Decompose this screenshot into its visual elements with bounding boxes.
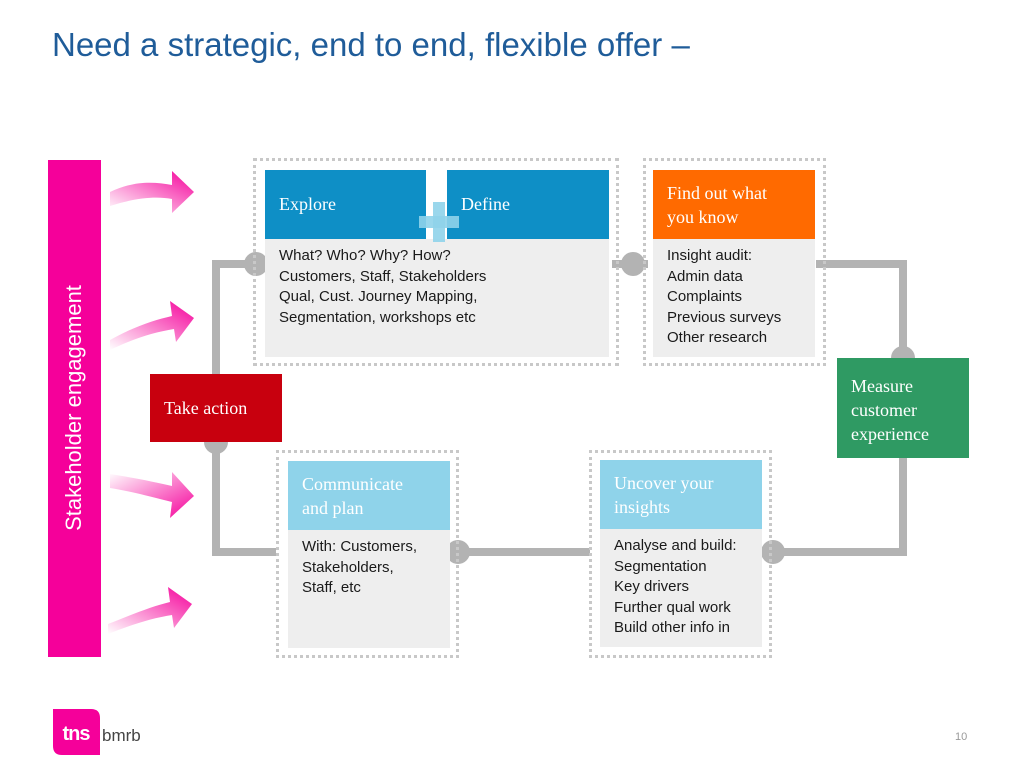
explore-define-line: Segmentation, workshops etc <box>279 308 476 326</box>
pink-arrow-icon <box>110 472 194 518</box>
stakeholder-engagement-bar <box>48 160 101 657</box>
node-findout <box>621 252 645 276</box>
find-out-line: Previous surveys <box>667 308 782 326</box>
explore-define-line: What? Who? Why? How? <box>279 247 451 264</box>
find-out-line: Other research <box>667 329 768 346</box>
uncover-line: Key drivers <box>614 578 690 595</box>
find-out-line: Complaints <box>667 288 743 305</box>
communicate-container <box>276 450 459 658</box>
uncover-body: Analyse and build: Segmentation Key driv… <box>600 529 762 647</box>
explore-define-line: Customers, Staff, Stakeholders <box>279 267 487 285</box>
logo-sub: bmrb <box>102 726 141 745</box>
communicate-title-line: Communicate <box>302 474 403 494</box>
find-out-header: Find out what you know <box>653 170 815 239</box>
stakeholder-engagement-label: Stakeholder engagement <box>61 285 86 531</box>
node-uncover <box>761 540 785 564</box>
take-action-label: Take action <box>164 398 248 418</box>
communicate-header: Communicate and plan <box>288 461 450 530</box>
communicate-line: With: Customers, <box>302 538 418 555</box>
measure-line: Measure <box>851 376 913 396</box>
take-action-box: Take action <box>150 374 282 442</box>
uncover-header: Uncover your insights <box>600 460 762 529</box>
find-out-line: Insight audit: <box>667 247 753 264</box>
node-explore <box>244 252 268 276</box>
communicate-line: Stakeholders, <box>302 558 394 576</box>
define-label: Define <box>461 194 510 214</box>
connector-findout-to-measure <box>816 260 907 358</box>
connector-communicate-to-action <box>212 442 276 556</box>
communicate-body: With: Customers, Stakeholders, Staff, et… <box>288 530 450 648</box>
communicate-title-line: and plan <box>302 498 364 518</box>
find-out-line: Admin data <box>667 267 743 285</box>
logo-brand: tns <box>63 723 91 745</box>
page-number: 10 <box>955 731 968 743</box>
uncover-line: Build other info in <box>614 619 730 636</box>
measure-line: customer <box>851 400 917 420</box>
communicate-line: Staff, etc <box>302 579 361 596</box>
explore-header: Explore <box>265 170 426 239</box>
explore-label: Explore <box>279 194 336 214</box>
explore-define-body: What? Who? Why? How? Customers, Staff, S… <box>265 239 609 357</box>
pink-arrow-icon <box>108 587 192 634</box>
plus-icon <box>419 202 459 242</box>
uncover-line: Segmentation <box>614 557 707 575</box>
tns-bmrb-logo: tns bmrb <box>53 709 141 755</box>
find-out-title-line: you know <box>667 207 739 227</box>
measure-box: Measure customer experience <box>837 358 969 458</box>
uncover-line: Further qual work <box>614 598 731 616</box>
pink-arrow-icon <box>110 301 194 350</box>
uncover-container <box>589 450 772 658</box>
connector-action-to-explore <box>212 260 256 375</box>
slide-title: Need a strategic, end to end, flexible o… <box>52 26 690 63</box>
find-out-container <box>643 158 826 366</box>
connector-measure-to-uncover <box>773 458 907 556</box>
explore-define-line: Qual, Cust. Journey Mapping, <box>279 288 478 305</box>
measure-line: experience <box>851 424 929 444</box>
define-header: Define <box>447 170 609 239</box>
find-out-body: Insight audit: Admin data Complaints Pre… <box>653 239 815 357</box>
uncover-line: Analyse and build: <box>614 537 737 554</box>
pink-arrow-icon <box>110 171 194 213</box>
uncover-title-line: Uncover your <box>614 473 714 493</box>
uncover-title-line: insights <box>614 497 671 517</box>
find-out-title-line: Find out what <box>667 183 768 203</box>
explore-define-container <box>253 158 619 366</box>
